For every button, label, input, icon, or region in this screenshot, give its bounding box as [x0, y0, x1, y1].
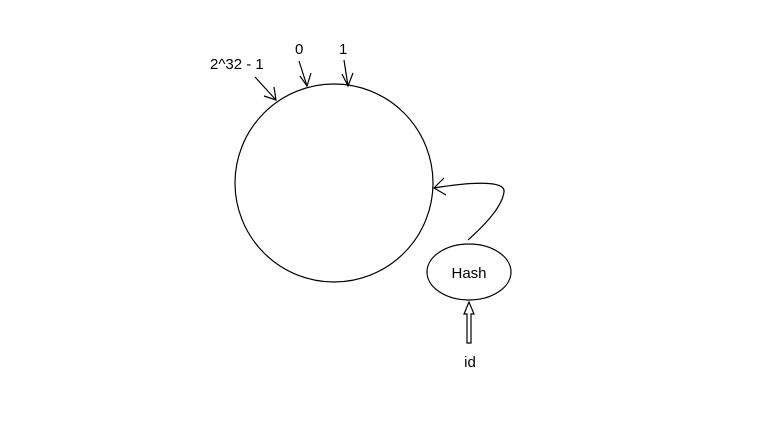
- ring-label-zero: 0: [295, 41, 303, 58]
- ring-label-one: 1: [339, 41, 347, 58]
- hash-node-label: Hash: [451, 265, 486, 282]
- ring-label-max: 2^32 - 1: [210, 56, 264, 73]
- arrow-max: [254, 76, 277, 101]
- hash-to-ring-arrow: [433, 177, 505, 241]
- id-to-hash-arrow: [463, 300, 475, 344]
- input-label-id: id: [464, 354, 476, 371]
- arrow-zero: [298, 60, 312, 88]
- hash-ring: [234, 83, 434, 283]
- hash-node: [426, 243, 512, 301]
- arrow-one: [341, 59, 354, 88]
